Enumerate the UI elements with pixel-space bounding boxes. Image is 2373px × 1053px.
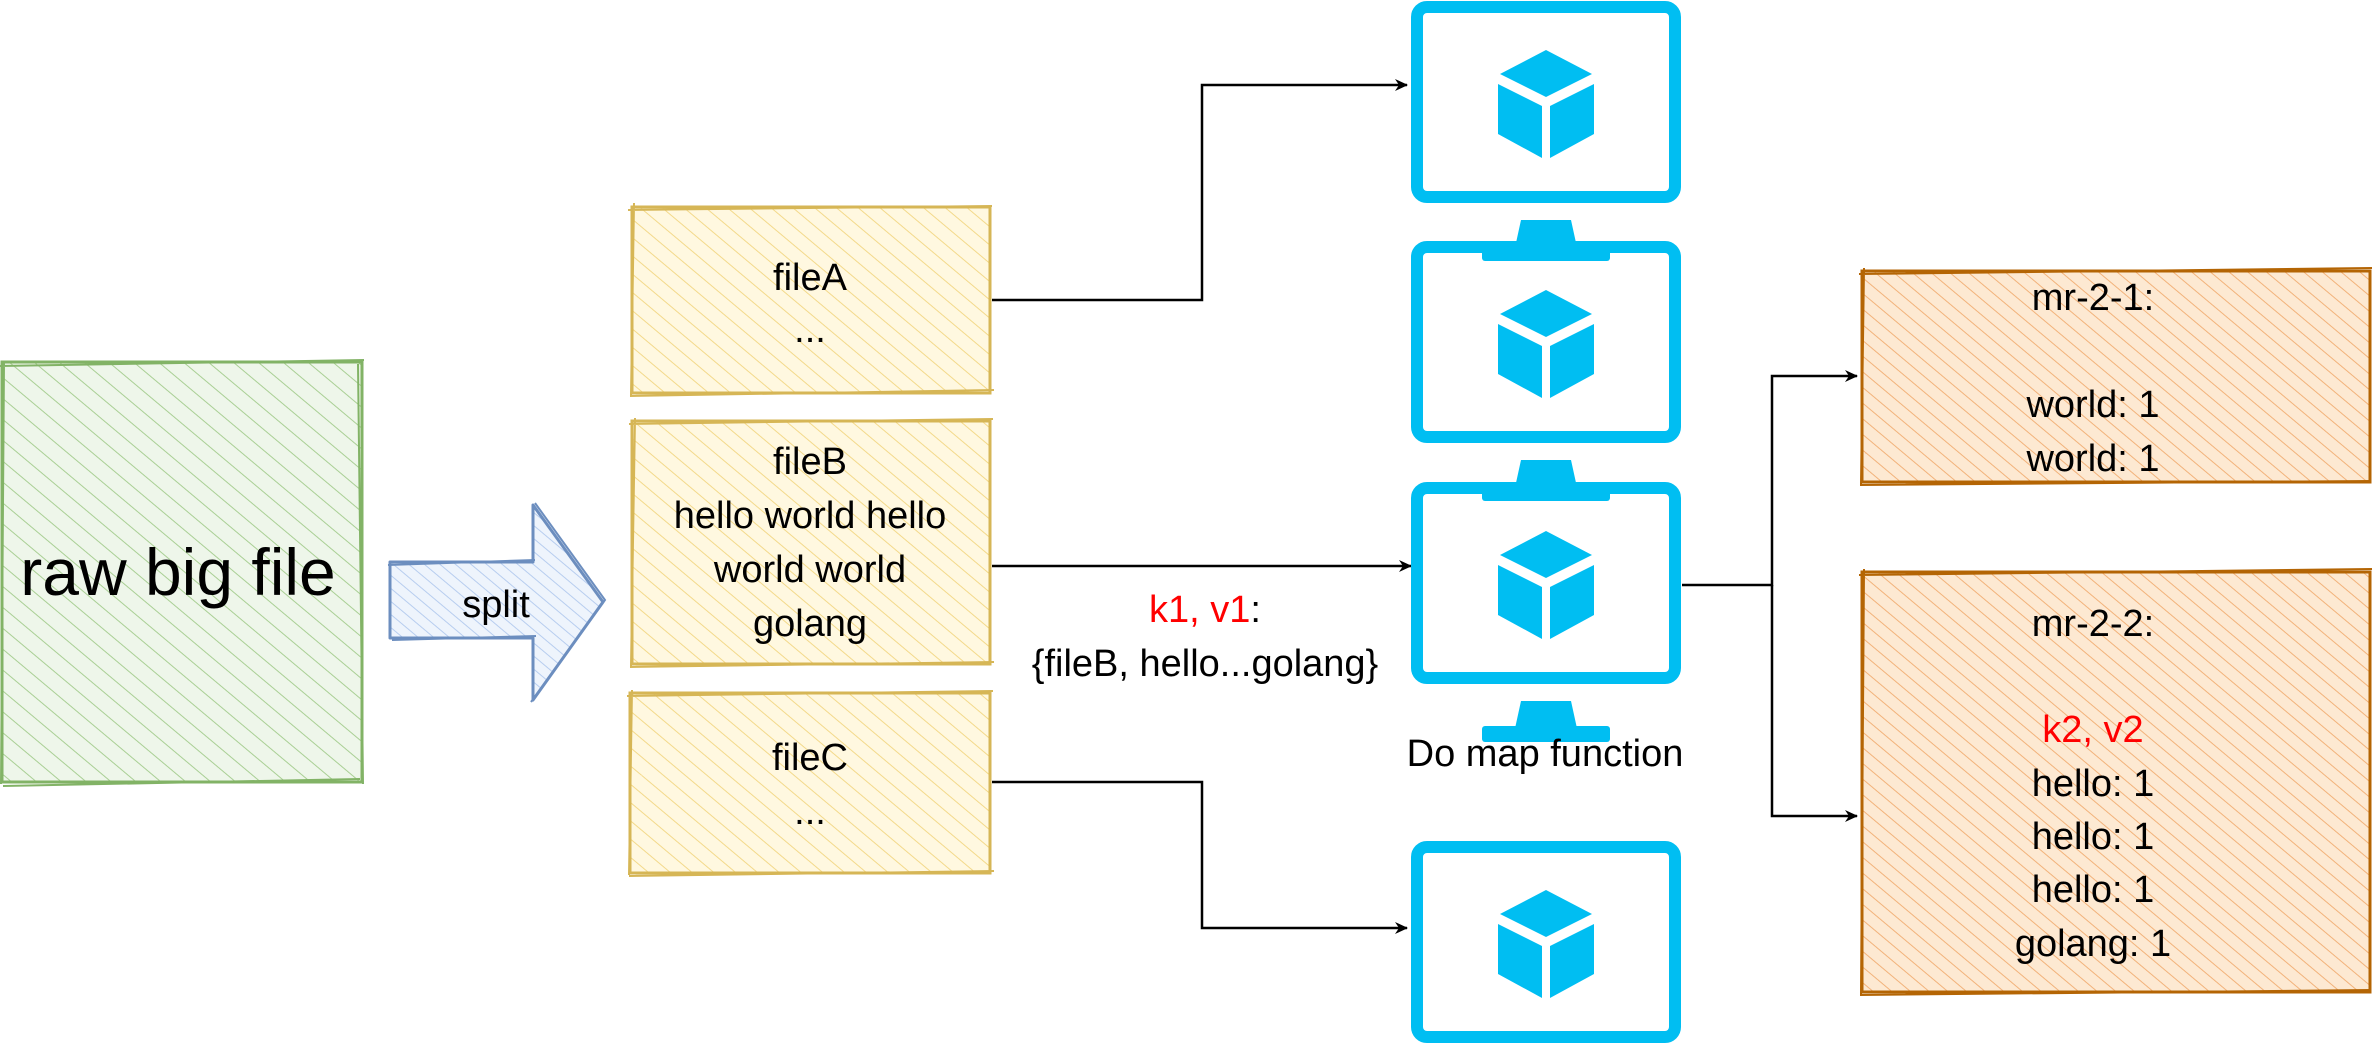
computer-cube-icon [1417, 247, 1675, 501]
arrow-map-to-mr-2-1 [1682, 370, 1858, 587]
computer-cube-icon [1417, 488, 1675, 742]
file-c-content: ... [794, 791, 826, 833]
mr-2-1-title: mr-2-1: [2032, 277, 2154, 319]
file-b-box: fileB hello world hello world world gola… [628, 417, 995, 668]
file-a-name: fileA [773, 257, 848, 299]
mr-2-2-highlight: k2, v2 [2042, 709, 2143, 751]
file-b-line-3: golang [753, 603, 867, 645]
file-b-line-1: hello world hello [674, 495, 947, 537]
split-arrow: split [387, 502, 607, 703]
arrow-file-a-to-map-1 [992, 79, 1408, 302]
computer-cube-icon [1417, 847, 1675, 1053]
mr-2-1-line-2: world: 1 [2025, 438, 2159, 480]
kv-input-colon: : [1250, 589, 1261, 631]
mr-2-2-line-2: hello: 1 [2032, 816, 2155, 858]
mr-2-2-box: mr-2-2: k2, v2 hello: 1 hello: 1 hello: … [1858, 568, 2373, 996]
mr-2-1-line-1: world: 1 [2025, 384, 2159, 426]
file-b-line-2: world world [713, 549, 906, 591]
file-a-content: ... [794, 309, 826, 351]
computer-cube-icon [1417, 7, 1675, 261]
mr-2-2-line-3: hello: 1 [2032, 869, 2155, 911]
map-function-caption: Do map function [1407, 733, 1684, 775]
mr-2-2-title: mr-2-2: [2032, 603, 2154, 645]
split-label: split [462, 584, 530, 626]
mr-2-2-line-1: hello: 1 [2032, 763, 2155, 805]
connectors [992, 79, 1858, 934]
arrow-map-to-mr-2-2 [1770, 585, 1858, 822]
file-a-box: fileA ... [627, 202, 995, 397]
file-b-name: fileB [773, 441, 847, 483]
file-c-box: fileC ... [626, 689, 995, 877]
kv-input-label: k1, v1: [1149, 589, 1261, 631]
kv-input-value: {fileB, hello...golang} [1032, 643, 1379, 685]
mr-2-2-line-4: golang: 1 [2015, 923, 2171, 965]
raw-file-label: raw big file [20, 535, 335, 609]
mr-2-1-box: mr-2-1: world: 1 world: 1 [1858, 267, 2373, 486]
raw-file-box: raw big file [0, 359, 365, 787]
kv-input-key: k1, v1 [1149, 589, 1250, 631]
file-c-name: fileC [772, 737, 848, 779]
arrow-file-c-to-map-4 [992, 780, 1408, 934]
